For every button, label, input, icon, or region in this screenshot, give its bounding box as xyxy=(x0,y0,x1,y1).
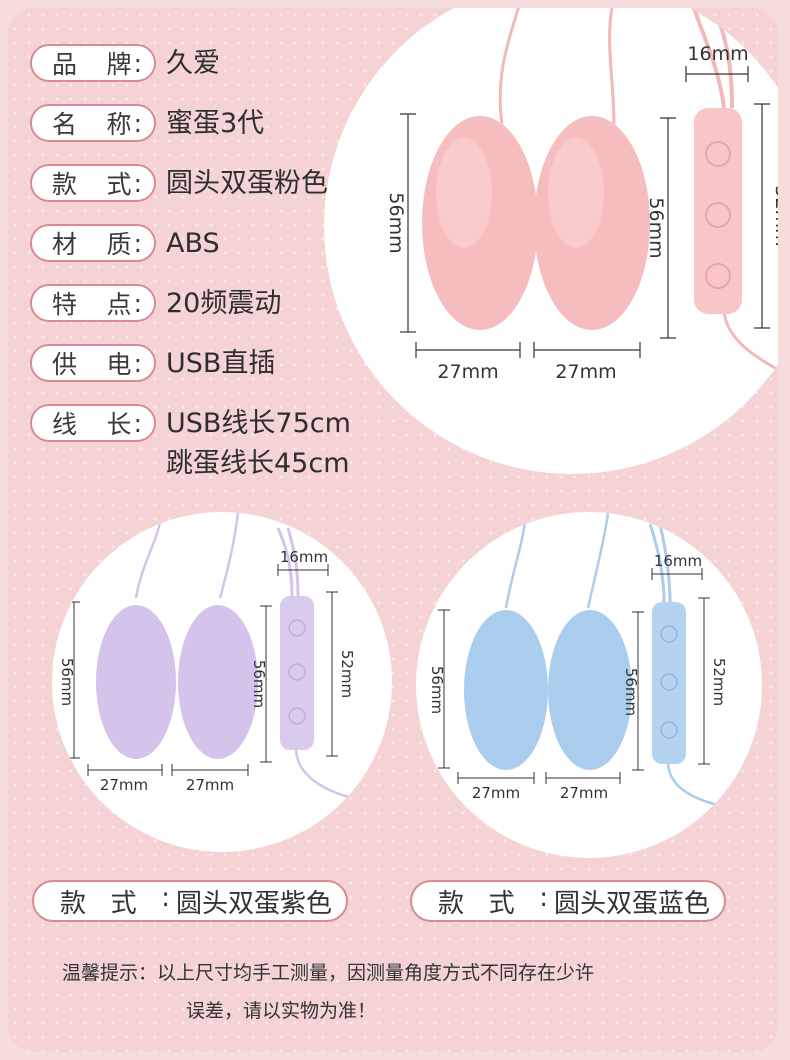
remote-button-icon xyxy=(660,625,678,643)
egg-highlight xyxy=(436,138,492,248)
dim-remote-height: 52mm xyxy=(771,185,778,246)
wire xyxy=(218,512,240,599)
remote-button-icon xyxy=(288,619,306,637)
egg-highlight xyxy=(548,138,604,248)
spec-label-pill: 品牌: xyxy=(30,44,156,82)
dim-egg-width: 27mm xyxy=(437,361,498,383)
power-button-icon xyxy=(705,202,731,228)
tip-line-1: 温馨提示：以上尺寸均手工测量，因测量角度方式不同存在少许 xyxy=(62,962,595,984)
wire xyxy=(710,8,734,109)
pink-product-illustration: 56mm 56mm 52mm 27mm 27mm 16mm xyxy=(385,8,778,383)
dimension-lines xyxy=(400,66,770,358)
spec-value: USB线长75cm xyxy=(166,408,351,439)
spec-label-pill: 特点: xyxy=(30,284,156,322)
product-circle-pink: 56mm 56mm 52mm 27mm 27mm 16mm xyxy=(324,8,778,474)
spec-row-style: 款式: 圆头双蛋粉色 xyxy=(30,164,328,204)
product-circle-purple: 56mm 56mm 52mm 27mm 27mm 16mm xyxy=(52,512,392,852)
spec-row-brand: 品牌: 久爱 xyxy=(30,44,220,84)
variant-value: 圆头双蛋紫色 xyxy=(176,888,333,919)
spec-row-feature: 特点: 20频震动 xyxy=(30,284,281,324)
remote-body xyxy=(652,602,686,764)
wire xyxy=(648,523,666,603)
wire xyxy=(608,8,616,125)
dim-remote-width: 16mm xyxy=(280,548,328,566)
remote-button-icon xyxy=(705,263,731,289)
dim-egg-height: 56mm xyxy=(622,668,640,716)
spec-row-material: 材质: ABS xyxy=(30,224,220,264)
variant-purple-label: 款式: 圆头双蛋紫色 xyxy=(32,880,349,922)
spec-value-secondary: 跳蛋线长45cm xyxy=(166,448,350,479)
dim-egg-width: 27mm xyxy=(100,776,148,794)
purple-product-illustration: 56mm 56mm 52mm 27mm 27mm 16mm xyxy=(58,512,373,804)
dim-egg-height: 56mm xyxy=(645,197,667,258)
spec-value: USB直插 xyxy=(166,348,276,379)
remote-body xyxy=(280,596,314,750)
wire xyxy=(658,523,672,603)
wire xyxy=(666,761,747,812)
spec-label-pill: 名称: xyxy=(30,104,156,142)
remote-button-icon xyxy=(660,721,678,739)
spec-value: 圆头双蛋粉色 xyxy=(166,168,328,199)
dimension-lines xyxy=(68,564,338,776)
spec-value: ABS xyxy=(166,228,220,259)
egg-right xyxy=(178,605,258,759)
dim-egg-height: 56mm xyxy=(250,660,268,708)
wire xyxy=(586,512,610,609)
spec-row-power: 供电: USB直插 xyxy=(30,344,275,384)
poster-frame: 品牌: 久爱 名称: 蜜蛋3代 款式: 圆头双蛋粉色 材质: ABS 特点: xyxy=(8,8,778,1052)
dim-egg-width: 27mm xyxy=(555,361,616,383)
variant-value: 圆头双蛋蓝色 xyxy=(554,888,711,919)
spec-value: 久爱 xyxy=(166,48,220,79)
dim-egg-width: 27mm xyxy=(472,784,520,802)
spec-row-name: 名称: 蜜蛋3代 xyxy=(30,104,264,144)
spec-label-pill: 款式: xyxy=(30,164,156,202)
dim-remote-height: 52mm xyxy=(338,650,356,698)
dimension-lines xyxy=(438,568,710,784)
dim-egg-width: 27mm xyxy=(560,784,608,802)
remote-button-icon xyxy=(705,141,731,167)
spec-value: 蜜蛋3代 xyxy=(166,108,265,139)
dim-egg-width: 27mm xyxy=(186,776,234,794)
wire xyxy=(722,307,778,372)
variant-blue-label: 款式: 圆头双蛋蓝色 xyxy=(410,880,727,922)
dim-egg-height: 56mm xyxy=(58,658,76,706)
blue-product-illustration: 56mm 56mm 52mm 27mm 27mm 16mm xyxy=(428,512,747,812)
wire xyxy=(276,527,294,597)
dim-remote-width: 16mm xyxy=(654,552,702,570)
spec-row-cable: 线长: USB线长75cm 跳蛋线长45cm xyxy=(30,404,351,484)
power-button-icon xyxy=(660,673,678,691)
spec-label-pill: 材质: xyxy=(30,224,156,262)
remote-body xyxy=(694,108,742,314)
variant-label: 款式: xyxy=(438,882,548,919)
wire xyxy=(504,512,528,609)
egg-left xyxy=(96,605,176,759)
tip-line-2: 误差，请以实物为准！ xyxy=(186,1000,377,1022)
egg-right xyxy=(548,610,632,770)
spec-label-pill: 供电: xyxy=(30,344,156,382)
dim-remote-width: 16mm xyxy=(687,43,748,65)
remote-button-icon xyxy=(288,707,306,725)
wire xyxy=(294,747,373,804)
wire xyxy=(498,8,520,125)
power-button-icon xyxy=(288,663,306,681)
spec-value-group: USB线长75cm 跳蛋线长45cm xyxy=(156,404,351,484)
egg-left xyxy=(464,610,548,770)
dim-egg-height: 56mm xyxy=(428,666,446,714)
product-circle-blue: 56mm 56mm 52mm 27mm 27mm 16mm xyxy=(416,512,762,858)
variant-label: 款式: xyxy=(60,882,170,919)
wire xyxy=(692,8,726,109)
wire xyxy=(286,527,300,597)
dim-egg-height: 56mm xyxy=(385,192,407,253)
spec-value: 20频震动 xyxy=(166,288,282,319)
dim-remote-height: 52mm xyxy=(710,658,728,706)
spec-label-pill: 线长: xyxy=(30,404,156,442)
wire xyxy=(134,512,164,599)
